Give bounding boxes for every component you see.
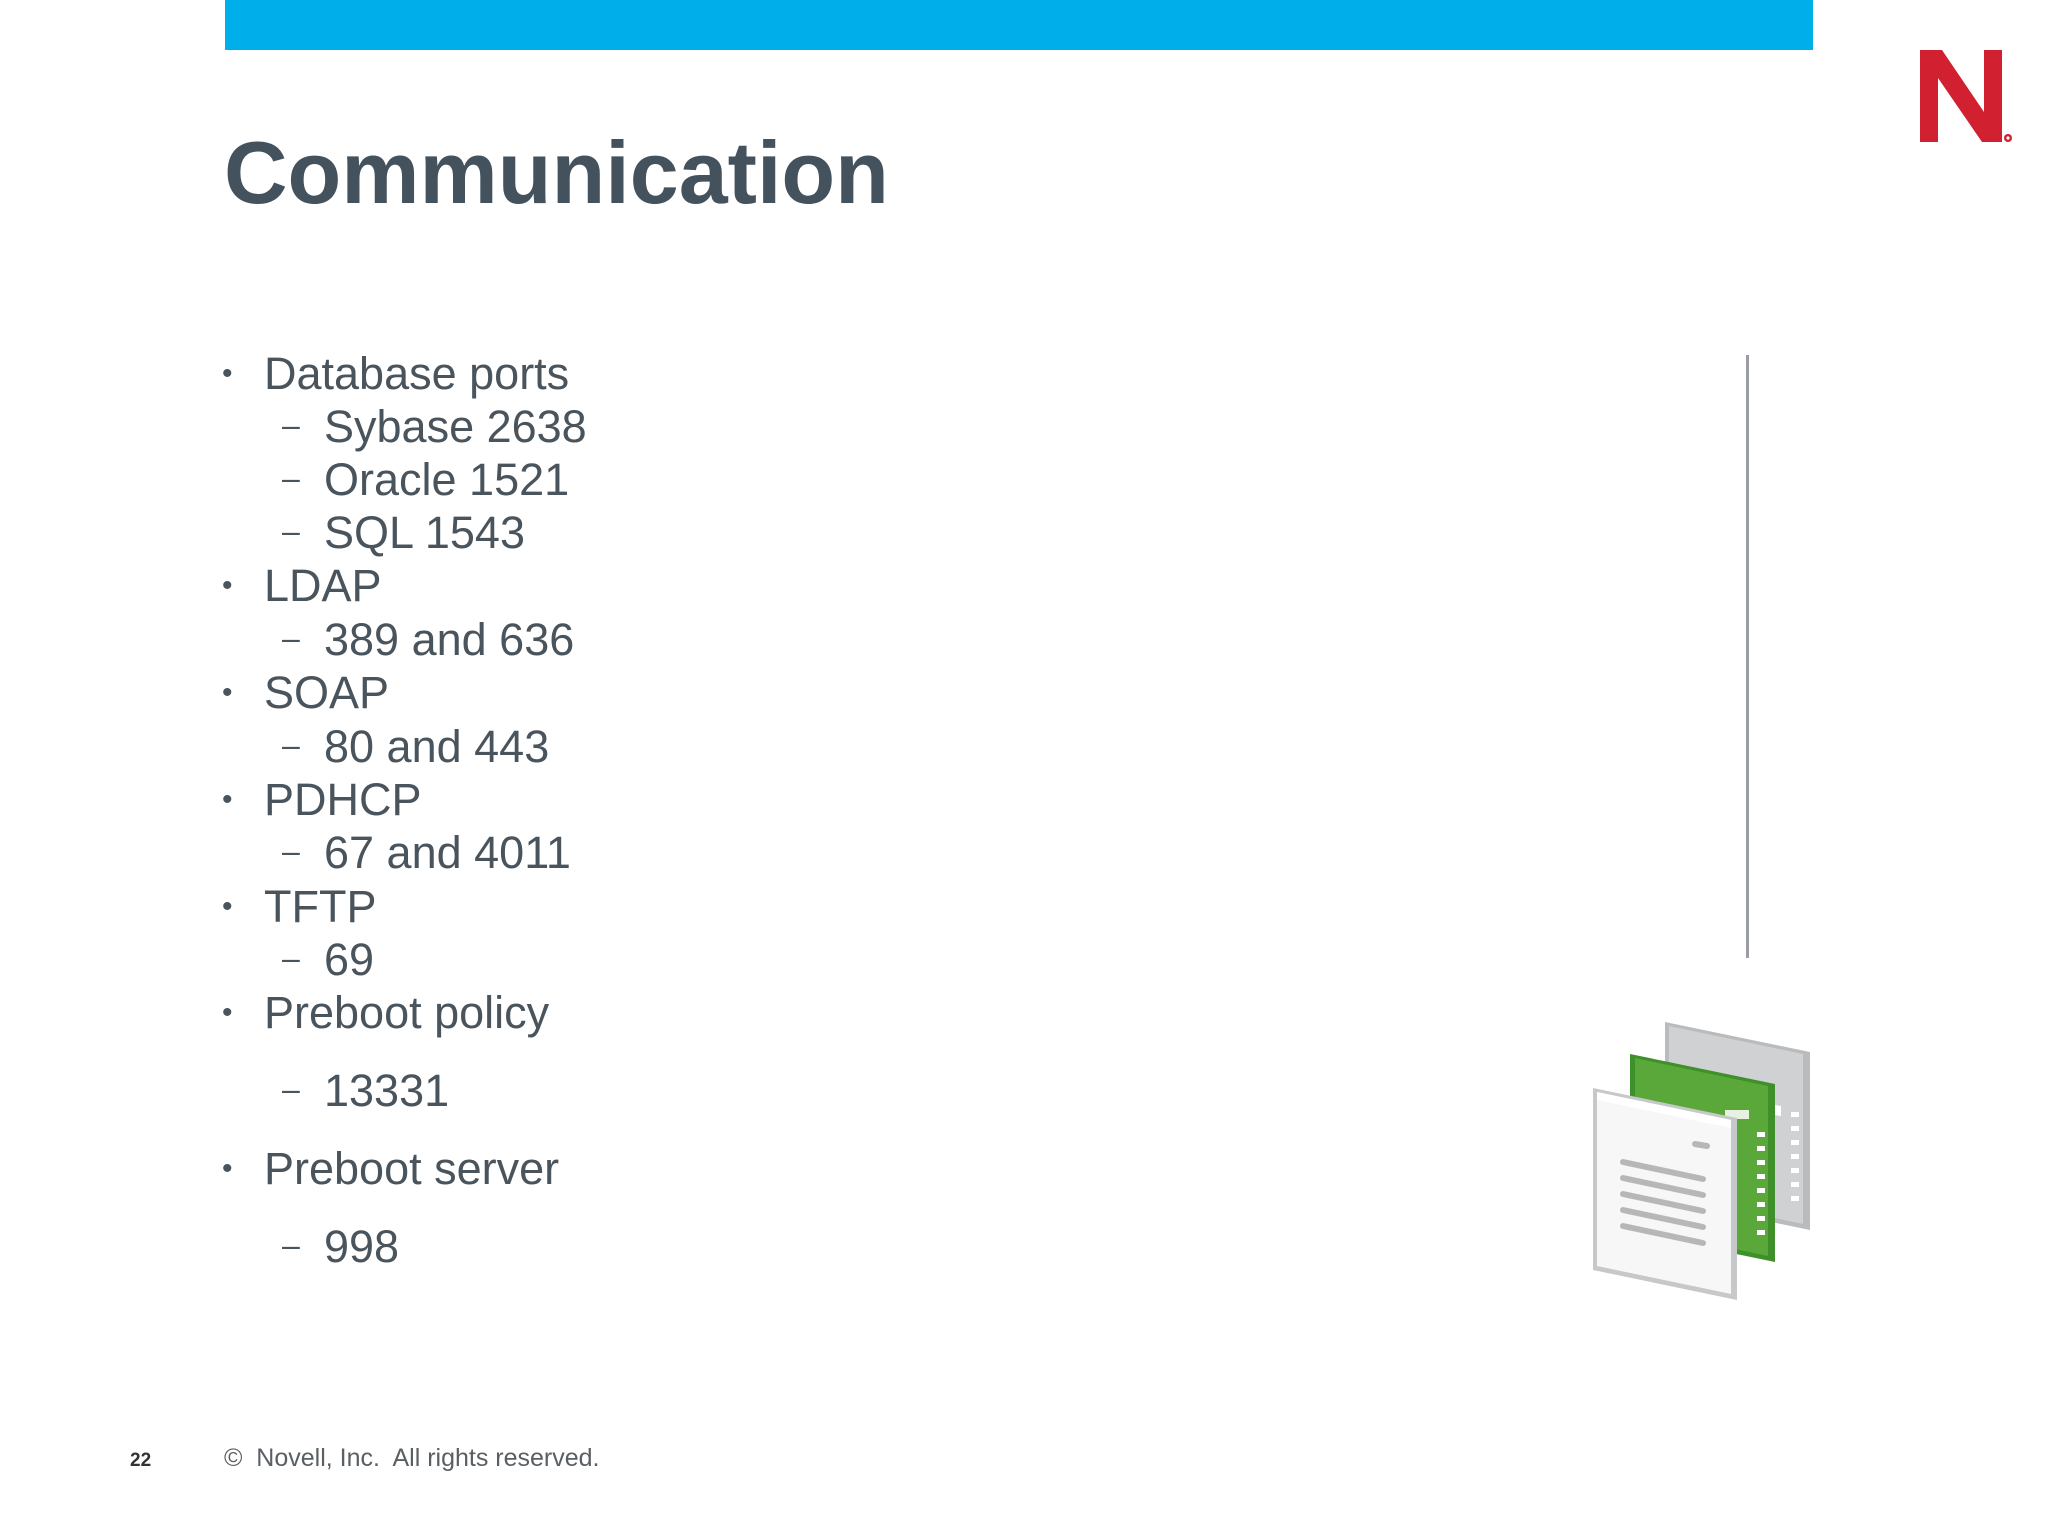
sub-bullet-text: Sybase 2638 <box>324 401 587 452</box>
vertical-divider <box>1746 355 1749 958</box>
bullet-item: • Preboot policy <box>222 986 549 1046</box>
dash-marker: – <box>282 940 300 976</box>
bullet-text: TFTP <box>264 881 377 932</box>
dash-marker: – <box>282 460 300 496</box>
dash-marker: – <box>282 620 300 656</box>
bullet-item: • SOAP <box>222 666 389 726</box>
sub-bullet-text: 69 <box>324 934 375 985</box>
page-number: 22 <box>130 1450 152 1471</box>
bullet-marker: • <box>222 996 233 1029</box>
slide-title: Communication <box>224 123 889 222</box>
dash-marker: – <box>282 513 300 549</box>
dash-marker: – <box>282 727 300 763</box>
bullet-text: Preboot policy <box>264 987 550 1038</box>
bullet-list: • Database ports – Sybase 2638 – Oracle … <box>222 0 1222 1400</box>
sub-bullet-text: 389 and 636 <box>324 614 575 665</box>
dash-marker: – <box>282 407 300 443</box>
dash-marker: – <box>282 1227 300 1263</box>
bullet-marker: • <box>222 357 233 390</box>
documents-stack-icon <box>1593 1022 1810 1300</box>
bullet-text: Database ports <box>264 348 570 399</box>
dash-marker: – <box>282 1071 300 1107</box>
dash-marker: – <box>282 833 300 869</box>
bullet-text: LDAP <box>264 560 382 611</box>
bullet-marker: • <box>222 569 233 602</box>
sub-bullet-text: 67 and 4011 <box>324 827 571 878</box>
bullet-item: • LDAP <box>222 559 382 619</box>
bullet-marker: • <box>222 676 233 709</box>
novell-logo-icon <box>1920 50 2012 142</box>
bullet-text: SOAP <box>264 667 390 718</box>
top-accent-bar <box>225 0 1813 50</box>
copyright-footer: © Novell, Inc. All rights reserved. <box>224 1444 600 1472</box>
bullet-marker: • <box>222 890 233 923</box>
bullet-text: PDHCP <box>264 774 422 825</box>
sub-bullet-text: 13331 <box>324 1065 450 1116</box>
sub-bullet-text: 998 <box>324 1221 400 1272</box>
bullet-item: • Preboot server <box>222 1142 559 1202</box>
bullet-text: Preboot server <box>264 1143 560 1194</box>
bullet-item: • Database ports <box>222 347 569 407</box>
bullet-marker: • <box>222 1152 233 1185</box>
sub-bullet-text: 80 and 443 <box>324 721 550 772</box>
bullet-marker: • <box>222 783 233 816</box>
sub-bullet-text: Oracle 1521 <box>324 454 570 505</box>
bullet-item: • TFTP <box>222 880 376 940</box>
sub-bullet-text: SQL 1543 <box>324 507 525 558</box>
bullet-item: • PDHCP <box>222 773 422 833</box>
